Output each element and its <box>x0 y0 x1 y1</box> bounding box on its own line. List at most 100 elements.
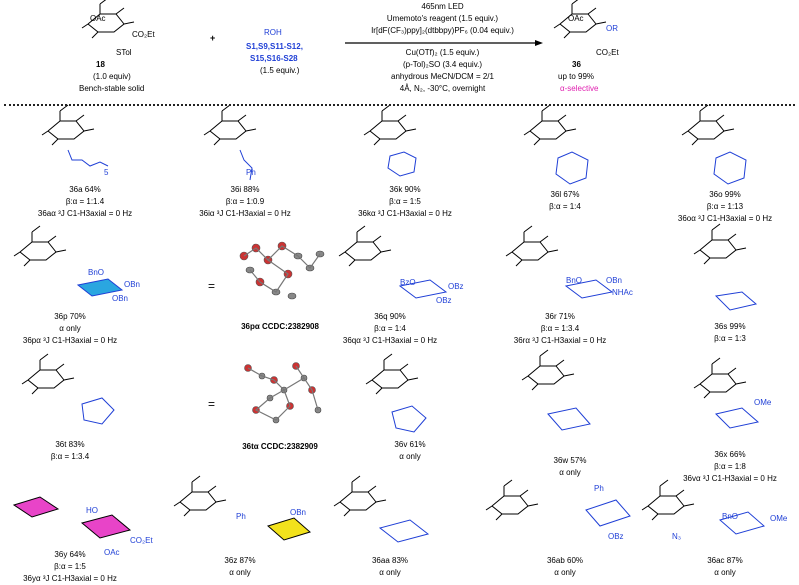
structure-36p <box>13 225 124 297</box>
product-or-label: OR <box>606 24 618 33</box>
entry-36i-coupling: 36iα ³J C1-H3axial = 0 Hz <box>199 209 291 218</box>
entry-36q-ratio: β:α = 1:4 <box>374 324 406 333</box>
entry-36z-obn: OBn <box>290 508 307 517</box>
entry-36z-phenyl: Ph <box>236 512 246 521</box>
entry-36v-yield: 36v 61% <box>394 440 426 449</box>
condition-photocatalyst: Ir[dF(CF₃)ppy]₂(dtbbpy)PF₆ (0.04 equiv.) <box>371 26 514 35</box>
entry-36a-chain-n: 5 <box>104 168 109 177</box>
donor-equiv: (1.0 equiv) <box>93 72 131 81</box>
entry-36k-ratio: β:α = 1:5 <box>389 197 421 206</box>
structure-36x <box>693 357 760 429</box>
acceptor-formula: ROH <box>264 28 282 37</box>
entry-36x-coupling: 36vα ³J C1-H3axial = 0 Hz <box>683 474 777 483</box>
entry-36r-bno: BnO <box>566 276 583 285</box>
entry-36y-oac: OAc <box>104 548 120 557</box>
donor-id: 18 <box>96 60 105 69</box>
entry-36q-obz-1: OBz <box>448 282 464 291</box>
entry-36y-coupling: 36yα ³J C1-H3axial = 0 Hz <box>23 574 117 583</box>
product-yield: up to 99% <box>558 72 595 81</box>
condition-sulfoxide: (p-Tol)₂SO (3.4 equiv.) <box>403 60 482 69</box>
entry-36t-ratio: β:α = 1:3.4 <box>50 452 90 461</box>
structure-36i <box>203 104 257 181</box>
entry-36k-coupling: 36kα ³J C1-H3axial = 0 Hz <box>358 209 452 218</box>
entry-36x-ome: OMe <box>754 398 772 407</box>
entry-36i-yield: 36i 88% <box>230 185 260 194</box>
structure-36w <box>521 349 591 431</box>
structure-36z <box>173 475 312 541</box>
entry-36w-selectivity: α only <box>559 468 581 477</box>
product-selectivity: α-selective <box>560 84 599 93</box>
entry-36r-obn: OBn <box>606 276 623 285</box>
crystal-36ta-label: 36tα CCDC:2382909 <box>242 442 318 451</box>
entry-36p-bno: BnO <box>88 268 105 277</box>
entry-36s-ratio: β:α = 1:3 <box>714 334 746 343</box>
structure-36l <box>523 104 589 185</box>
entry-36k-yield: 36k 90% <box>389 185 421 194</box>
crystal-structure-36pa <box>226 226 336 314</box>
product-id: 36 <box>572 60 581 69</box>
entry-36x-ratio: β:α = 1:8 <box>714 462 746 471</box>
donor-note: Bench-stable solid <box>79 84 145 93</box>
entry-36x-yield: 36x 66% <box>714 450 746 459</box>
entry-36p-selectivity: α only <box>59 324 81 333</box>
product-oac-label: OAc <box>568 14 584 23</box>
entry-36z-selectivity: α only <box>229 568 251 577</box>
entry-36y-yield: 36y 64% <box>54 550 86 559</box>
acceptor-ids-2: S15,S16-S28 <box>250 54 298 63</box>
condition-solvent: anhydrous MeCN/DCM = 2/1 <box>391 72 494 81</box>
structure-36k <box>363 104 417 177</box>
entry-36ac-selectivity: α only <box>714 568 736 577</box>
crystal-36pa-label: 36pα CCDC:2382908 <box>241 322 319 331</box>
structure-36aa <box>333 475 430 543</box>
entry-36ac-ome: OMe <box>770 514 788 523</box>
entry-36q-bzo: BzO <box>400 278 416 287</box>
crystal-structure-36ta <box>226 350 336 434</box>
structure-36o <box>681 104 747 185</box>
entry-36s-yield: 36s 99% <box>714 322 746 331</box>
entry-36q-obz-2: OBz <box>436 296 452 305</box>
product-co2et-label: CO₂Et <box>596 48 619 57</box>
divider-line <box>4 104 795 106</box>
donor-oac-label: OAc <box>90 14 106 23</box>
entry-36y-ratio: β:α = 1:5 <box>54 562 86 571</box>
donor-co2et-label: CO₂Et <box>132 30 155 39</box>
entry-36ac-yield: 36ac 87% <box>707 556 743 565</box>
entry-36ab-azide: N₃ <box>672 532 682 541</box>
entry-36p-obn-1: OBn <box>124 280 141 289</box>
plus-sign: + <box>210 33 216 43</box>
entry-36ac-bno: BnO <box>722 512 739 521</box>
entry-36p-obn-2: OBn <box>112 294 129 303</box>
entry-36i-phenyl: Ph <box>246 168 256 177</box>
structure-36y <box>12 496 132 539</box>
entry-36r-coupling: 36rα ³J C1-H3axial = 0 Hz <box>513 336 607 345</box>
entry-36p-yield: 36p 70% <box>54 312 86 321</box>
entry-36ab-yield: 36ab 60% <box>546 556 584 565</box>
entry-36y-co2et: CO₂Et <box>130 536 153 545</box>
entry-36l-yield: 36l 67% <box>550 190 580 199</box>
structure-36v <box>365 353 427 433</box>
entry-36ab-selectivity: α only <box>554 568 576 577</box>
entry-36p-coupling: 36pα ³J C1-H3axial = 0 Hz <box>22 336 118 345</box>
entry-36o-ratio: β:α = 1:13 <box>706 202 744 211</box>
structure-36t <box>21 353 115 425</box>
structure-36ab <box>485 479 631 527</box>
entry-36t-yield: 36t 83% <box>55 440 85 449</box>
equals-sign-2: = <box>208 397 215 411</box>
entry-36a-yield: 36a 64% <box>69 185 101 194</box>
entry-36ab-obz: OBz <box>608 532 624 541</box>
entry-36ab-phenyl: Ph <box>594 484 604 493</box>
entry-36i-ratio: β:α = 1:0.9 <box>225 197 265 206</box>
condition-umemoto: Umemoto's reagent (1.5 equiv.) <box>386 14 499 23</box>
entry-36aa-selectivity: α only <box>379 568 401 577</box>
structure-36r <box>505 225 614 299</box>
condition-light: 465nm LED <box>421 2 464 11</box>
structure-36a <box>41 104 109 167</box>
entry-36q-yield: 36q 90% <box>374 312 406 321</box>
entry-36q-coupling: 36qα ³J C1-H3axial = 0 Hz <box>342 336 438 345</box>
entry-36z-yield: 36z 87% <box>224 556 256 565</box>
entry-36y-ho: HO <box>86 506 98 515</box>
entry-36v-selectivity: α only <box>399 452 421 461</box>
donor-stol-label: STol <box>116 48 132 57</box>
structure-36ac <box>641 479 766 535</box>
